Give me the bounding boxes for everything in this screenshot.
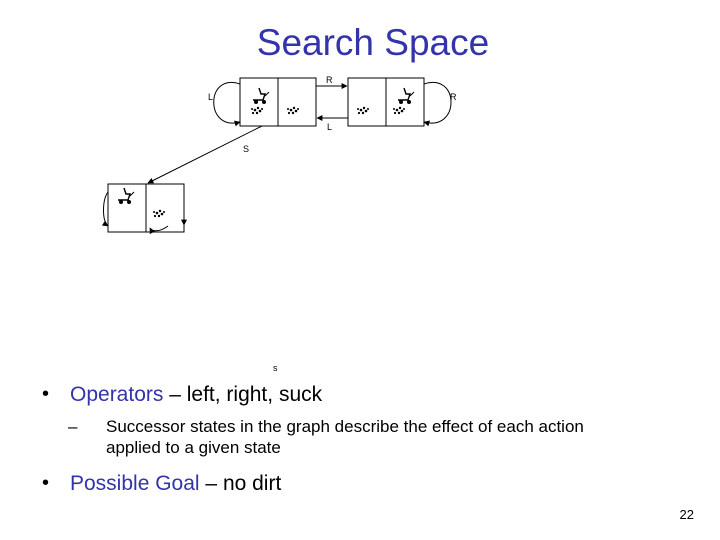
page-number: 22 (680, 507, 694, 522)
bullet-separator: – (200, 472, 223, 495)
self-loop-right (424, 82, 451, 123)
edge-label-l-bottom: L (327, 122, 332, 132)
bullet-text: left, right, suck (187, 383, 322, 406)
state-node-1 (240, 78, 316, 126)
sub-bullet-marker: – (68, 416, 77, 437)
bullet-term: Operators (70, 383, 163, 406)
sub-bullet-text: Successor states in the graph describe t… (106, 416, 626, 458)
edge-label-s-lower: s (273, 363, 278, 373)
bullet-goal: Possible Goal – no dirt (70, 472, 281, 496)
edge-label-r-loop: R (450, 92, 457, 102)
edge-suck (148, 126, 262, 183)
edge-label-s: S (243, 144, 249, 154)
edge-label-r-top: R (326, 75, 333, 85)
self-loop-left (214, 82, 240, 123)
partial-loop (104, 192, 109, 226)
bullet-marker: • (42, 472, 49, 495)
bullet-text: no dirt (223, 472, 281, 495)
state-node-2 (348, 78, 424, 126)
edge-label-l-loop: L (208, 92, 213, 102)
bullet-operators: Operators – left, right, suck (70, 383, 322, 407)
bullet-term: Possible Goal (70, 472, 200, 495)
bullet-marker: • (42, 383, 49, 406)
bullet-separator: – (163, 383, 186, 406)
state-node-3 (108, 184, 184, 232)
